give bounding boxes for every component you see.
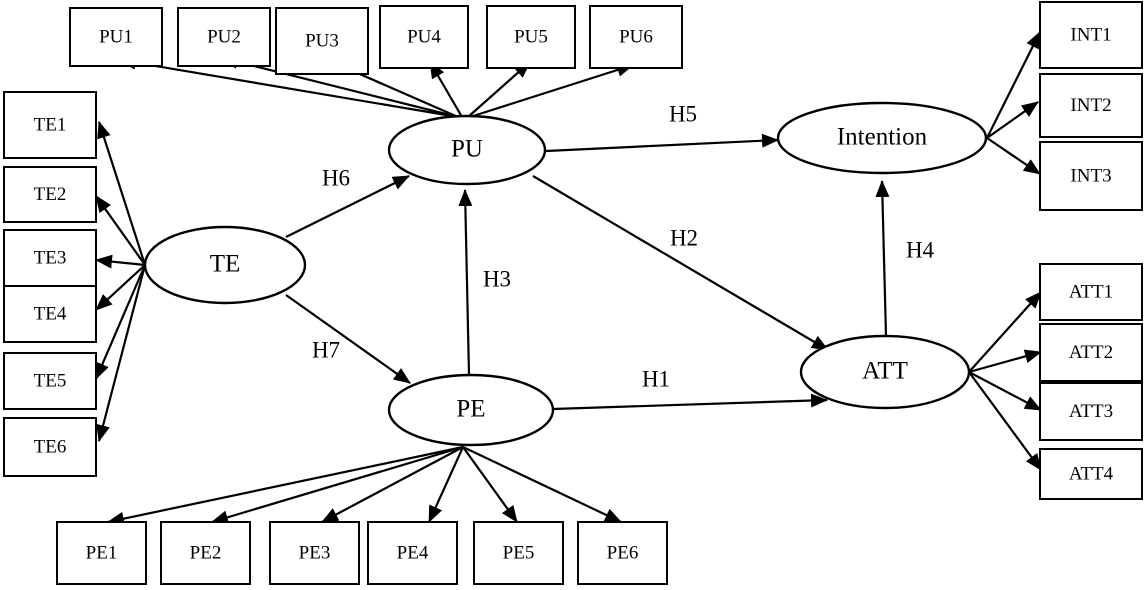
hypothesis-label-h4: H4 (906, 237, 935, 262)
indicator-label: TE5 (34, 370, 67, 391)
indicator-label: ATT3 (1069, 401, 1113, 422)
indicator-pe5: PE5 (473, 521, 564, 585)
indicator-label: TE4 (34, 303, 67, 324)
indicator-label: PE6 (607, 542, 639, 563)
indicator-arrow-pu-5 (467, 61, 531, 118)
indicator-te5: TE5 (3, 352, 97, 410)
path-te-to-pu-arrow (285, 175, 410, 238)
indicator-label: PU5 (514, 26, 548, 47)
indicator-arrow-pu-2 (221, 55, 459, 119)
latent-label: PE (456, 396, 485, 423)
indicator-att1: ATT1 (1039, 263, 1143, 321)
indicator-arrow-int-2 (986, 101, 1039, 139)
indicator-arrow-te-3 (95, 254, 146, 269)
indicator-arrow-pu-6 (469, 63, 634, 119)
indicator-label: ATT4 (1069, 463, 1114, 484)
indicator-label: PE5 (503, 542, 535, 563)
indicator-int3: INT3 (1039, 141, 1143, 211)
indicator-label: ATT2 (1069, 342, 1113, 363)
indicator-te2: TE2 (3, 166, 97, 223)
indicator-arrow-pe-1 (107, 445, 464, 526)
indicator-pu1: PU1 (69, 7, 163, 67)
indicator-arrow-att-1 (968, 291, 1042, 373)
indicator-label: TE3 (34, 247, 67, 268)
indicator-label: PE2 (190, 542, 222, 563)
indicator-pu4: PU4 (379, 5, 469, 69)
indicator-arrow-pe-2 (211, 445, 464, 525)
indicator-pu2: PU2 (177, 7, 271, 67)
hypothesis-label-h6: H6 (322, 165, 350, 190)
indicator-arrow-pe-4 (427, 446, 465, 523)
indicator-label: ATT1 (1069, 281, 1113, 302)
path-att-to-intention-arrow (875, 180, 890, 337)
indicator-label: PU4 (407, 26, 441, 47)
latent-label: PU (451, 136, 483, 163)
latent-label: ATT (862, 358, 908, 385)
indicator-pu5: PU5 (486, 5, 576, 69)
indicator-pe6: PE6 (577, 521, 668, 585)
latent-att: ATT (799, 334, 971, 410)
indicator-arrow-pe-3 (321, 446, 464, 523)
indicator-att3: ATT3 (1039, 382, 1143, 441)
latent-te: TE (143, 225, 307, 305)
indicator-arrow-att-3 (968, 371, 1042, 411)
hypothesis-label-h2: H2 (670, 225, 698, 250)
indicator-label: PE1 (86, 542, 118, 563)
indicator-arrow-te-5 (94, 264, 147, 380)
path-pu-to-intention-arrow (545, 133, 779, 153)
indicator-int2: INT2 (1039, 73, 1143, 138)
indicator-te3: TE3 (3, 229, 97, 287)
indicator-pe4: PE4 (367, 521, 458, 585)
indicator-arrow-te-4 (95, 264, 146, 311)
indicator-arrow-te-6 (96, 264, 147, 442)
indicator-pu6: PU6 (589, 5, 683, 69)
indicator-arrow-att-2 (968, 349, 1042, 374)
indicator-arrow-pu-4 (429, 61, 463, 118)
path-pe-to-pu-arrow (458, 189, 473, 376)
indicator-te6: TE6 (3, 417, 97, 477)
indicator-label: PU6 (619, 26, 653, 47)
indicator-arrow-te-2 (95, 195, 146, 266)
indicator-arrow-pu-1 (119, 55, 459, 119)
path-pe-to-att-arrow (552, 393, 828, 411)
indicator-label: INT3 (1070, 165, 1111, 186)
indicator-att4: ATT4 (1039, 448, 1143, 500)
indicator-label: INT1 (1070, 24, 1111, 45)
hypothesis-label-h3: H3 (483, 266, 511, 291)
hypothesis-label-h5: H5 (669, 101, 697, 126)
indicator-label: INT2 (1070, 95, 1111, 116)
indicator-arrow-pe-5 (462, 446, 518, 523)
indicator-pu3: PU3 (275, 7, 369, 75)
indicator-pe3: PE3 (269, 521, 360, 585)
indicator-arrow-te-1 (97, 121, 147, 266)
indicator-label: TE2 (34, 184, 67, 205)
indicator-pe2: PE2 (160, 521, 251, 585)
latent-label: TE (210, 251, 241, 278)
indicator-te4: TE4 (3, 285, 97, 343)
latent-intention: Intention (776, 101, 988, 175)
path-te-to-pe-arrow (285, 294, 411, 384)
indicator-label: TE6 (34, 436, 67, 457)
latent-pu: PU (387, 114, 547, 186)
latent-label: Intention (837, 124, 928, 151)
indicator-label: PE3 (299, 542, 331, 563)
indicator-att2: ATT2 (1039, 323, 1143, 382)
indicator-int1: INT1 (1039, 1, 1143, 69)
indicator-arrow-att-4 (968, 371, 1042, 471)
latent-pe: PE (387, 373, 555, 447)
indicator-label: PU1 (99, 26, 133, 47)
indicator-label: PE4 (397, 542, 429, 563)
indicator-label: PU3 (305, 30, 339, 51)
indicator-label: PU2 (207, 26, 241, 47)
path-pu-to-att-arrow (532, 175, 829, 351)
indicator-arrow-int-1 (986, 31, 1041, 139)
hypothesis-label-h7: H7 (312, 337, 340, 362)
indicator-label: TE1 (34, 114, 67, 135)
indicator-pe1: PE1 (56, 521, 147, 585)
indicator-arrow-pe-6 (462, 446, 622, 523)
indicator-te1: TE1 (3, 91, 97, 159)
hypothesis-label-h1: H1 (642, 366, 670, 391)
indicator-arrow-int-3 (986, 137, 1041, 175)
